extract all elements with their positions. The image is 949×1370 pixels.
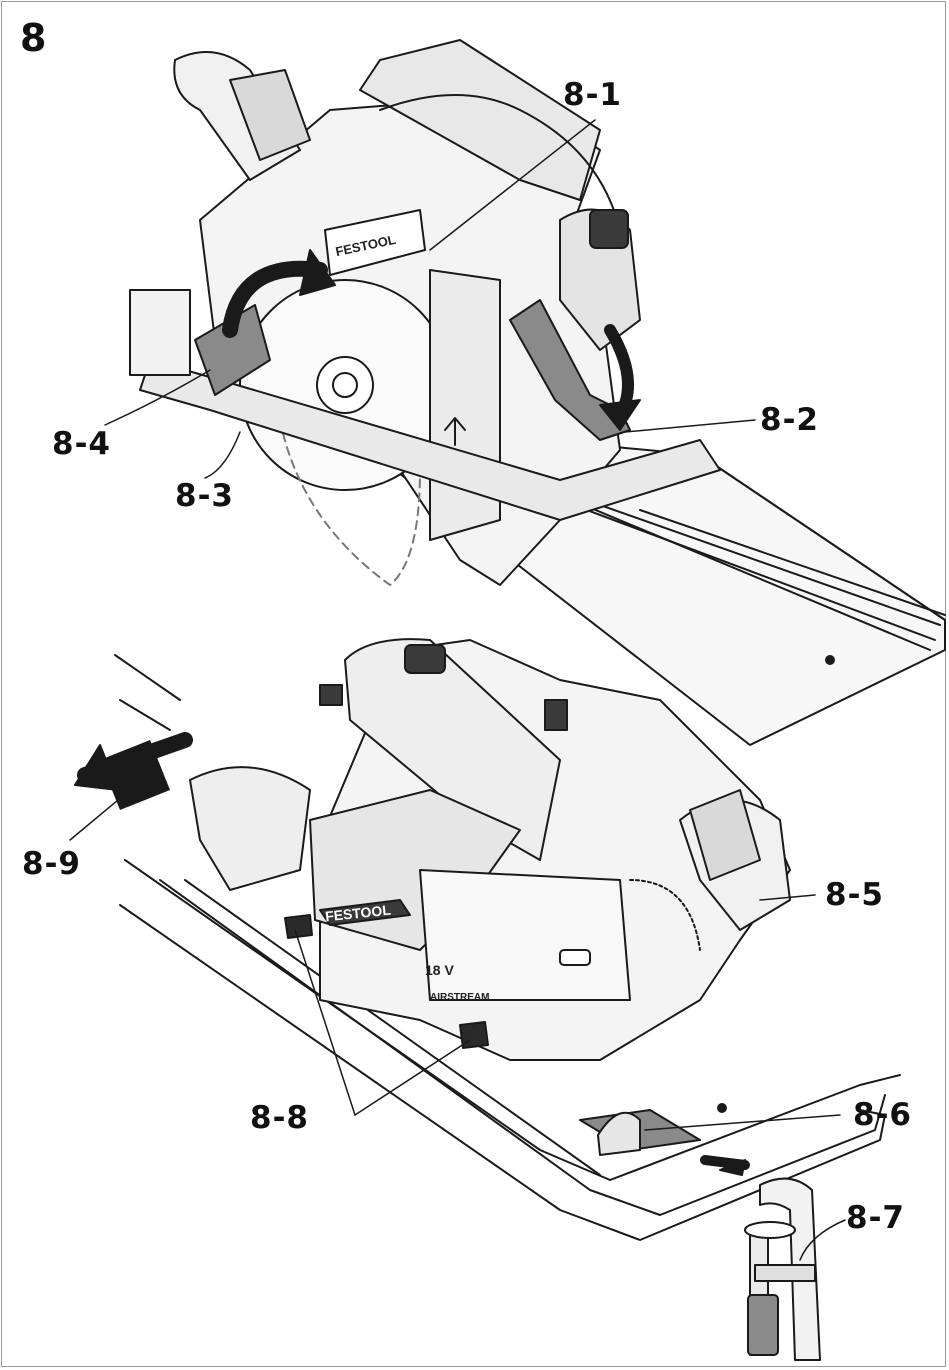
leader-8-8b (354, 1039, 471, 1116)
label-8-6: 8-6 (853, 1097, 913, 1133)
label-8-1: 8-1 (563, 77, 623, 113)
airstream-text: AIRSTREAM (430, 992, 490, 1003)
leader-8-3 (204, 431, 241, 479)
bottom-saw-body (74, 638, 791, 1061)
top-saw-body (129, 39, 721, 586)
leader-8-7 (799, 1219, 846, 1261)
leader-8-6 (644, 1114, 841, 1131)
label-8-7: 8-7 (846, 1200, 906, 1236)
label-8-4: 8-4 (52, 426, 112, 462)
figure-number: 8 (20, 16, 47, 60)
rail-knob (579, 1109, 701, 1156)
voltage-text: 18 V (425, 962, 454, 978)
label-8-5: 8-5 (825, 877, 885, 913)
label-8-8: 8-8 (250, 1100, 310, 1136)
leader-8-2 (624, 419, 756, 433)
label-8-3: 8-3 (175, 478, 235, 514)
leader-8-1 (429, 119, 596, 251)
leader-8-8a (294, 929, 356, 1116)
leader-8-4 (104, 369, 211, 426)
leader-8-5 (759, 894, 816, 901)
leader-8-9 (69, 789, 131, 841)
label-8-2: 8-2 (760, 402, 820, 438)
label-8-9: 8-9 (22, 846, 82, 882)
screw-clamp (744, 1177, 821, 1361)
